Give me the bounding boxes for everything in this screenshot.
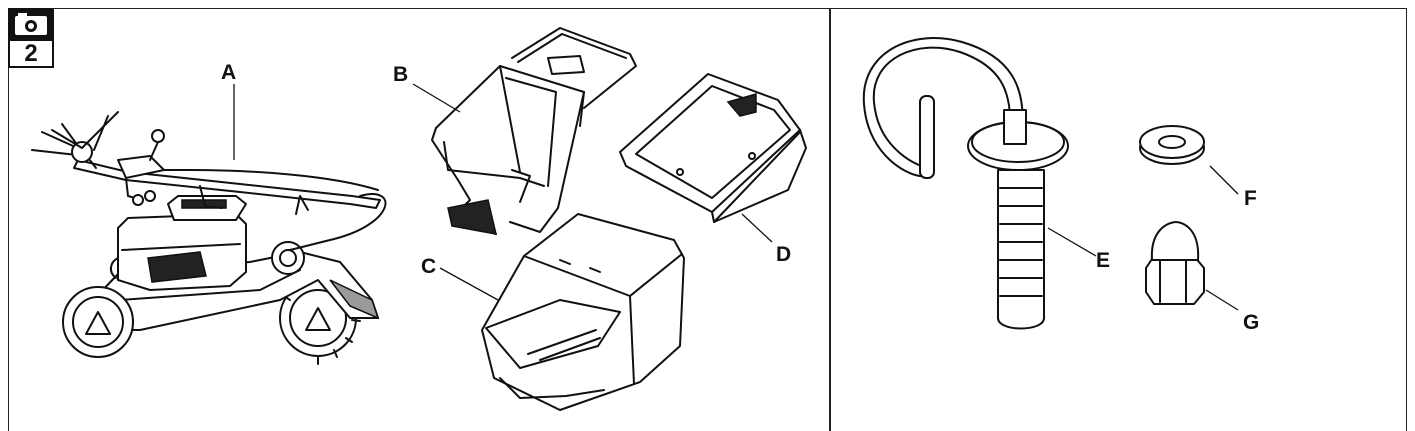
parts-panel-right (829, 8, 1407, 431)
lid-illustration (619, 73, 807, 223)
step-badge: 2 (8, 8, 54, 68)
label-g: G (1243, 311, 1260, 334)
parts-panel-left (8, 8, 831, 431)
label-c: C (421, 255, 437, 278)
leader-lines (233, 83, 1239, 311)
hook-bolt-illustration (862, 37, 1069, 330)
step-number: 2 (24, 40, 38, 67)
cap-nut-illustration (1145, 221, 1205, 305)
label-a: A (221, 61, 237, 84)
grass-bag-illustration (481, 213, 685, 411)
label-d: D (776, 243, 792, 266)
label-f: F (1244, 187, 1257, 210)
lawn-mower-illustration (31, 111, 387, 365)
label-b: B (393, 63, 409, 86)
grass-bag-frame-illustration (431, 27, 637, 235)
camera-icon (10, 10, 52, 41)
label-e: E (1096, 249, 1111, 272)
washer-illustration (1139, 125, 1205, 165)
